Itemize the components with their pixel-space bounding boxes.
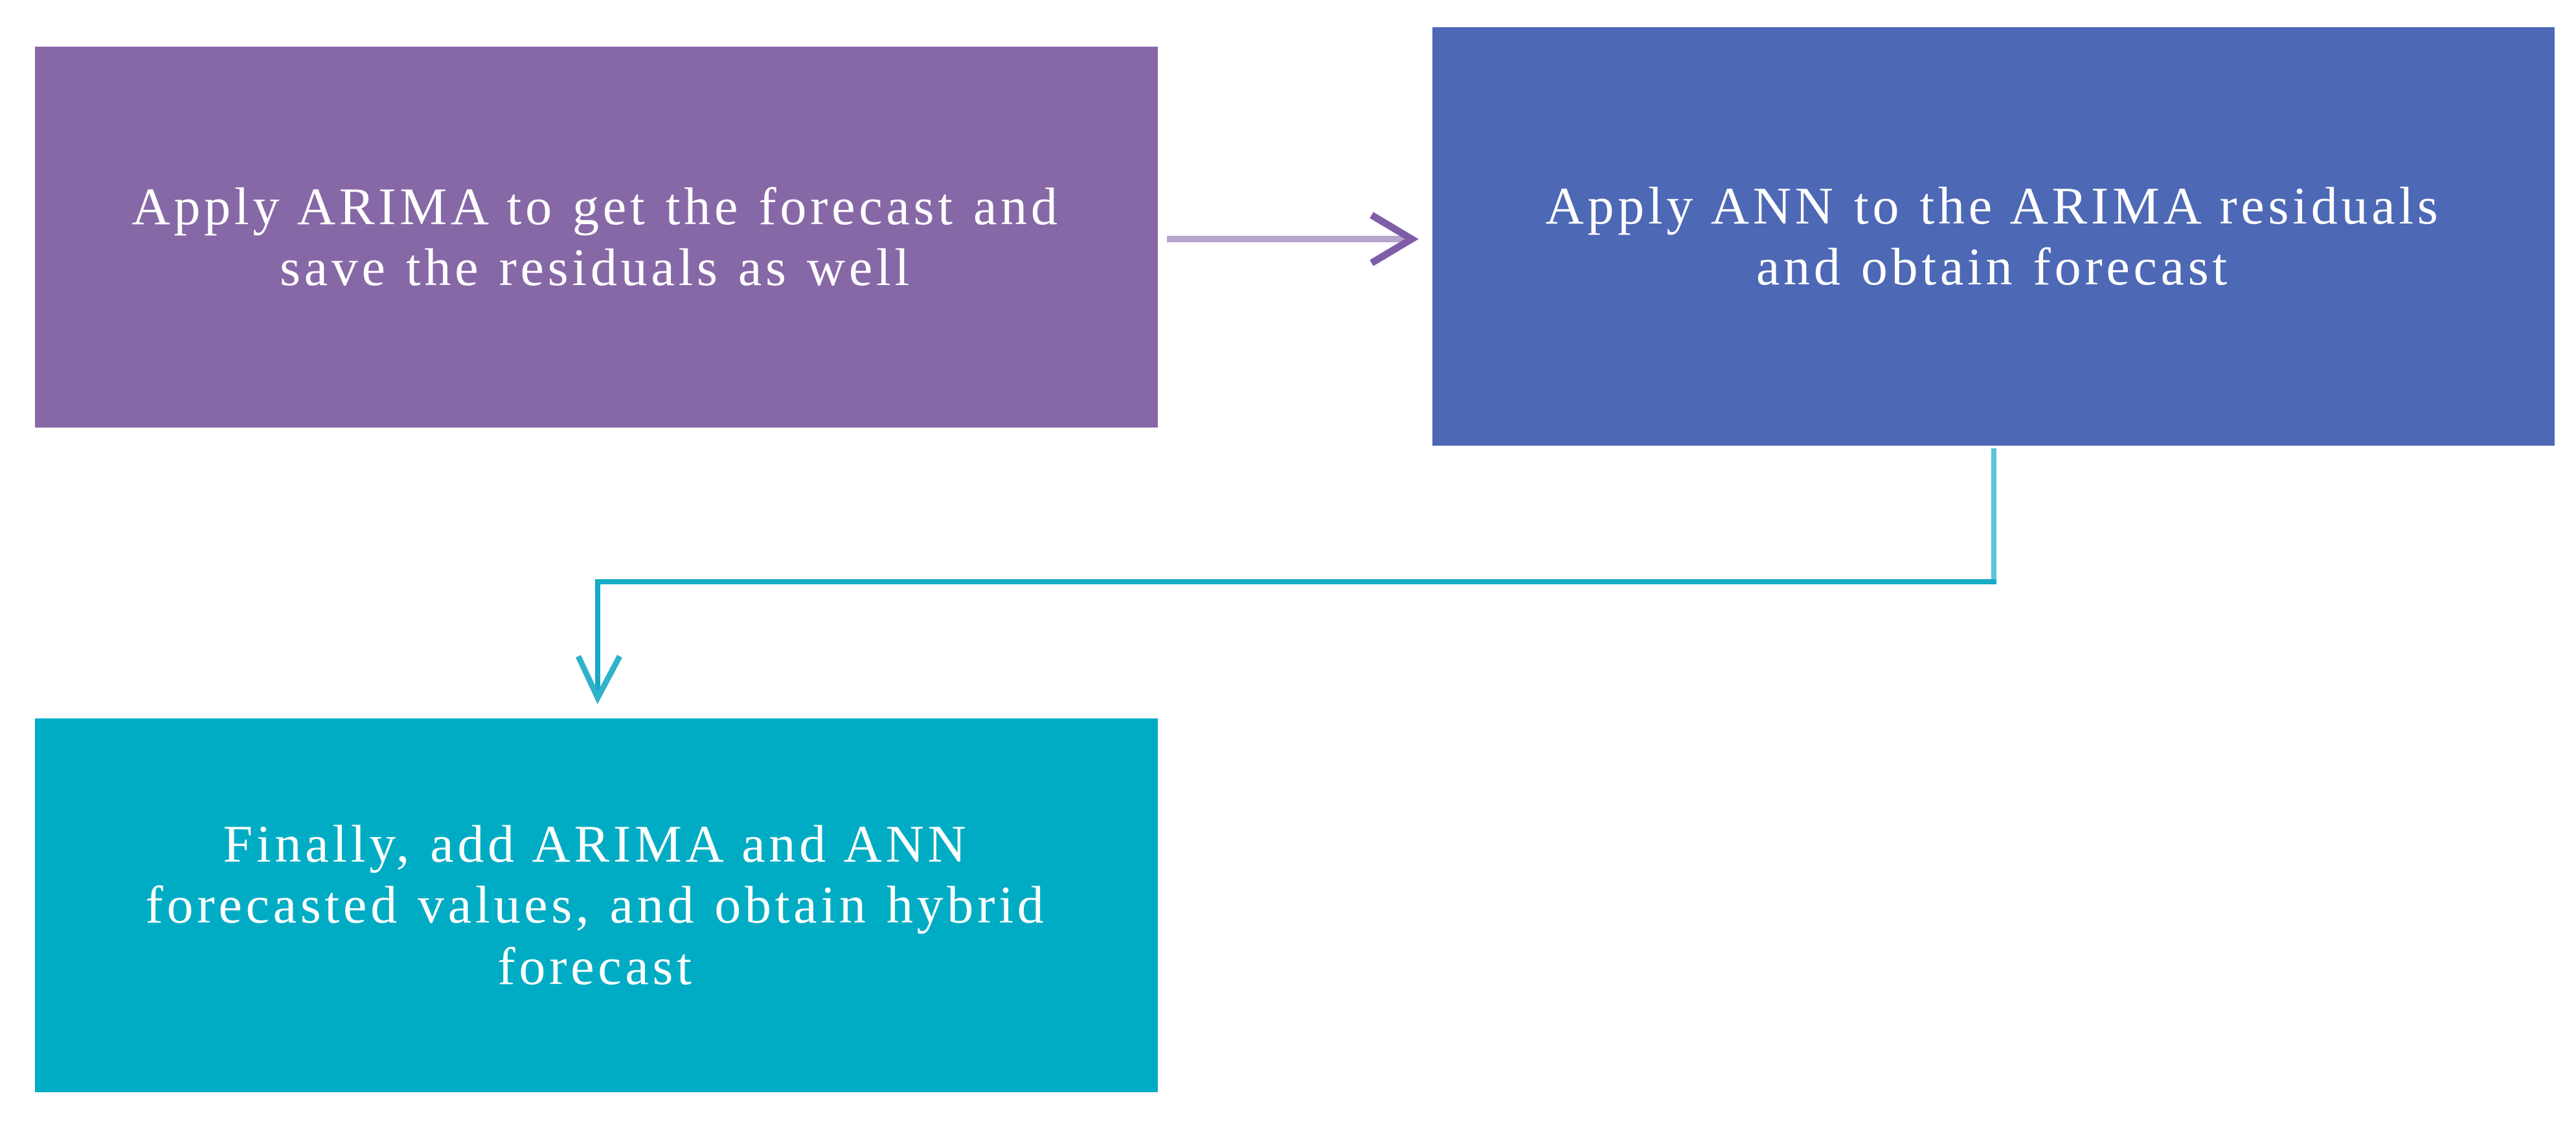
node-hybrid-forecast-text: Finally, add ARIMA and ANN forecasted va… (146, 814, 1048, 997)
node-apply-ann-line-1: Apply ANN to the ARIMA residuals (1545, 176, 2442, 235)
arrow-arima-to-ann (1167, 212, 1419, 266)
node-apply-arima-line-1: Apply ARIMA to get the forecast and (131, 176, 1061, 236)
node-hybrid-forecast: Finally, add ARIMA and ANN forecasted va… (35, 718, 1158, 1092)
node-apply-arima: Apply ARIMA to get the forecast and save… (35, 47, 1158, 428)
node-apply-ann: Apply ANN to the ARIMA residuals and obt… (1432, 27, 2555, 446)
node-hybrid-forecast-line-2: forecasted values, and obtain hybrid (145, 875, 1048, 935)
node-apply-arima-line-2: save the residuals as well (279, 238, 914, 297)
node-apply-ann-line-2: and obtain forecast (1756, 237, 2231, 296)
arrow-arima-to-ann-head (1370, 212, 1419, 266)
arrow-ann-to-hybrid-head (575, 654, 622, 705)
arrow-ann-to-hybrid-elbow (595, 579, 1996, 694)
node-hybrid-forecast-line-1: Finally, add ARIMA and ANN (223, 814, 970, 874)
node-hybrid-forecast-line-3: forecast (497, 936, 695, 996)
arrow-ann-to-hybrid (575, 448, 1996, 705)
node-apply-arima-text: Apply ARIMA to get the forecast and save… (131, 176, 1061, 299)
node-apply-ann-text: Apply ANN to the ARIMA residuals and obt… (1545, 176, 2441, 298)
